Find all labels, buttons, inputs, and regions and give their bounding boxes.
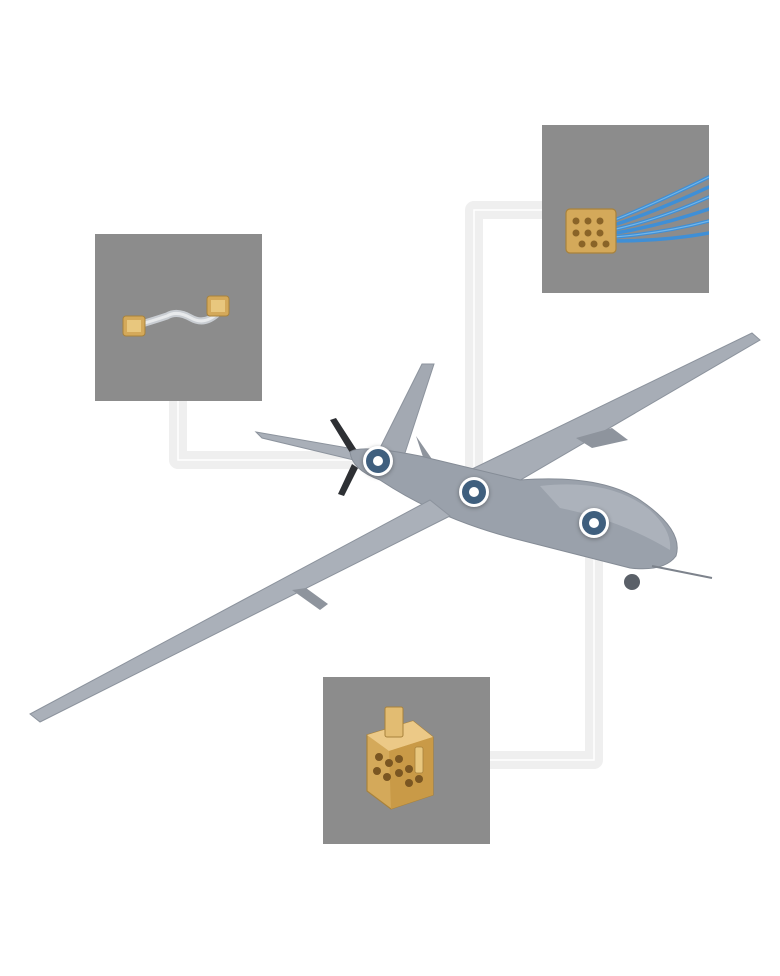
upper-tail-fin [377, 363, 435, 457]
wire-harness-panel[interactable] [542, 125, 709, 293]
cable-assembly-panel[interactable] [95, 234, 262, 401]
connector-block-panel[interactable] [323, 677, 490, 844]
connector-block-image [366, 706, 434, 810]
tail-hotspot[interactable] [363, 446, 393, 476]
left-wing [29, 499, 451, 723]
gold-socket-block [366, 706, 434, 810]
multi-pin-connector [565, 208, 617, 254]
right-connector [206, 295, 230, 317]
propeller [330, 418, 358, 496]
center-hotspot[interactable] [459, 477, 489, 507]
left-connector [122, 315, 146, 337]
fuselage [349, 448, 678, 570]
nose-hotspot[interactable] [579, 508, 609, 538]
wire-harness-image [565, 175, 709, 254]
callout-lines-thin [177, 209, 595, 761]
right-wing [469, 332, 761, 493]
coax-cable-image [122, 295, 230, 337]
